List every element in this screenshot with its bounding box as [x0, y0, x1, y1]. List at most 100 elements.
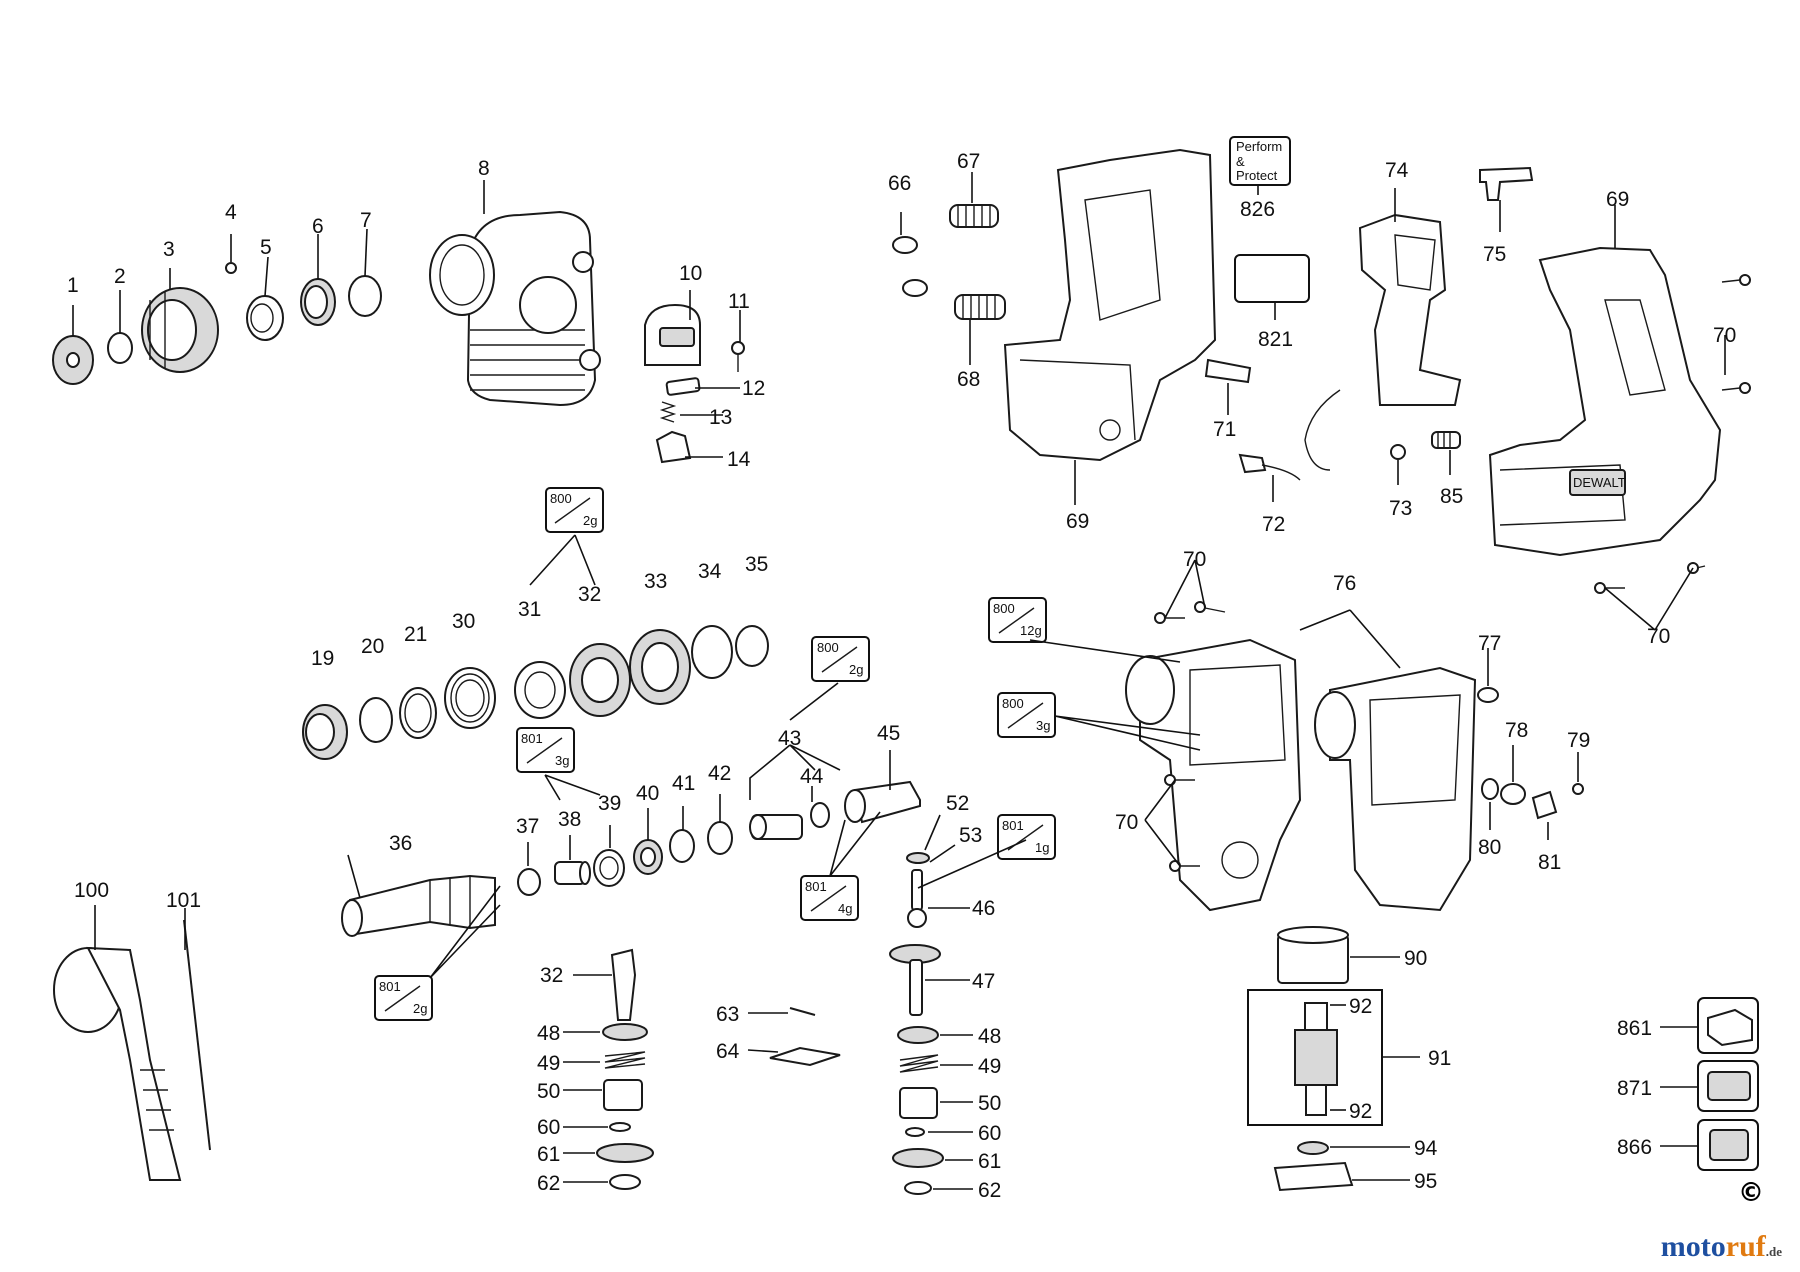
label-71: 71	[1213, 418, 1236, 441]
label-48-a: 48	[537, 1022, 560, 1045]
part-871-battery	[1697, 1060, 1759, 1112]
grease-code: 800	[993, 601, 1015, 616]
label-68: 68	[957, 368, 980, 391]
part-number-labels: 1 2 3 4 5 6 7 8 10 11 12 13 14 19 20 21 …	[67, 150, 1736, 1202]
grease-800-2g-box-b: 800 2g	[811, 636, 870, 682]
part-10-selector	[644, 303, 701, 366]
part-34-ring	[691, 625, 733, 679]
label-35: 35	[745, 553, 768, 576]
part-91-armature-box	[1247, 989, 1383, 1126]
part-70-screws-top-right	[1721, 274, 1751, 394]
label-67: 67	[957, 150, 980, 173]
label-1: 1	[67, 274, 79, 297]
part-60-washer-b	[905, 1127, 925, 1137]
part-36-tool-holder	[341, 874, 496, 937]
label-85: 85	[1440, 485, 1463, 508]
label-69-left: 69	[1066, 510, 1089, 533]
grease-code: 800	[1002, 696, 1024, 711]
label-101: 101	[166, 889, 201, 912]
label-47: 47	[972, 970, 995, 993]
part-21-ring	[399, 687, 437, 739]
part-74-switch-assembly	[1304, 213, 1462, 471]
part-14-knob	[655, 430, 692, 464]
part-76-gearbox-housing-a	[1125, 638, 1302, 912]
label-66: 66	[888, 172, 911, 195]
label-826: 826	[1240, 198, 1275, 221]
copyright-mark: ©	[1738, 1178, 1764, 1208]
part-31-gear-sleeve	[514, 661, 566, 719]
part-50-clutch-a	[603, 1079, 643, 1111]
label-39: 39	[598, 792, 621, 815]
part-43-piston	[749, 814, 803, 840]
part-41-ring	[669, 829, 695, 863]
label-14: 14	[727, 448, 751, 471]
label-70-right: 70	[1647, 625, 1670, 648]
grease-code: 801	[521, 731, 543, 746]
label-81: 81	[1538, 851, 1561, 874]
label-44: 44	[800, 765, 824, 788]
label-80: 80	[1478, 836, 1501, 859]
part-3-collar	[141, 287, 219, 373]
part-80-washer	[1481, 778, 1499, 800]
grease-code: 801	[805, 879, 827, 894]
label-74: 74	[1385, 159, 1409, 182]
part-46-pin	[907, 869, 927, 928]
part-11-screw	[731, 341, 745, 372]
part-48-bushing-b	[897, 1026, 939, 1044]
part-1-washer	[52, 335, 94, 385]
label-871: 871	[1617, 1077, 1652, 1100]
part-101-depth-rod	[183, 919, 211, 1151]
label-75: 75	[1483, 243, 1506, 266]
part-6-spring-cap	[300, 278, 336, 326]
grease-code: 801	[379, 979, 401, 994]
part-95-brush-plate	[1273, 1161, 1354, 1192]
part-2-ring	[107, 332, 133, 364]
label-5: 5	[260, 236, 272, 259]
label-19: 19	[311, 647, 334, 670]
label-36: 36	[389, 832, 412, 855]
grease-800-3g-box: 800 3g	[997, 692, 1056, 738]
label-50-a: 50	[537, 1080, 560, 1103]
label-10: 10	[679, 262, 702, 285]
label-72: 72	[1262, 513, 1285, 536]
label-48-b: 48	[978, 1025, 1001, 1048]
label-61-b: 61	[978, 1150, 1001, 1173]
perform-label-line1: Perform	[1236, 139, 1282, 154]
grease-800-2g-box-a: 800 2g	[545, 487, 604, 533]
grease-801-3g-box: 801 3g	[516, 727, 575, 773]
part-19-needle-bearing	[302, 704, 348, 760]
part-85-spring	[1431, 431, 1461, 449]
label-33: 33	[644, 570, 667, 593]
part-78-ring	[1500, 783, 1526, 805]
label-861: 861	[1617, 1017, 1652, 1040]
label-40: 40	[636, 782, 659, 805]
label-94: 94	[1414, 1137, 1438, 1160]
part-62-bearing-a	[609, 1174, 641, 1190]
dewalt-brand-mark: DEWALT	[1573, 475, 1626, 490]
part-37-ring	[517, 868, 541, 896]
label-31: 31	[518, 598, 541, 621]
grease-qty: 4g	[838, 901, 852, 916]
part-39-ring	[593, 849, 625, 887]
part-13-spring	[659, 401, 677, 423]
perform-label-line3: Protect	[1236, 168, 1278, 183]
part-866-battery	[1697, 1119, 1759, 1171]
label-92-bottom: 92	[1349, 1100, 1372, 1123]
part-861-case	[1697, 997, 1759, 1054]
label-30: 30	[452, 610, 475, 633]
part-32-pinion	[610, 948, 637, 1021]
label-70-mid-top: 70	[1183, 548, 1206, 571]
part-20-ring	[359, 697, 393, 743]
leader-lines	[72, 172, 1726, 1190]
part-821-label-blank	[1234, 254, 1310, 303]
part-40-ring	[633, 839, 663, 875]
part-61-gear-a	[596, 1143, 654, 1163]
part-33-bearing	[629, 629, 691, 705]
label-100: 100	[74, 879, 109, 902]
label-64: 64	[716, 1040, 740, 1063]
part-68-spring	[954, 294, 1006, 320]
part-75-trigger-lock	[1479, 166, 1534, 201]
label-70-mid-left: 70	[1115, 811, 1138, 834]
watermark-part1: moto	[1660, 1230, 1726, 1263]
